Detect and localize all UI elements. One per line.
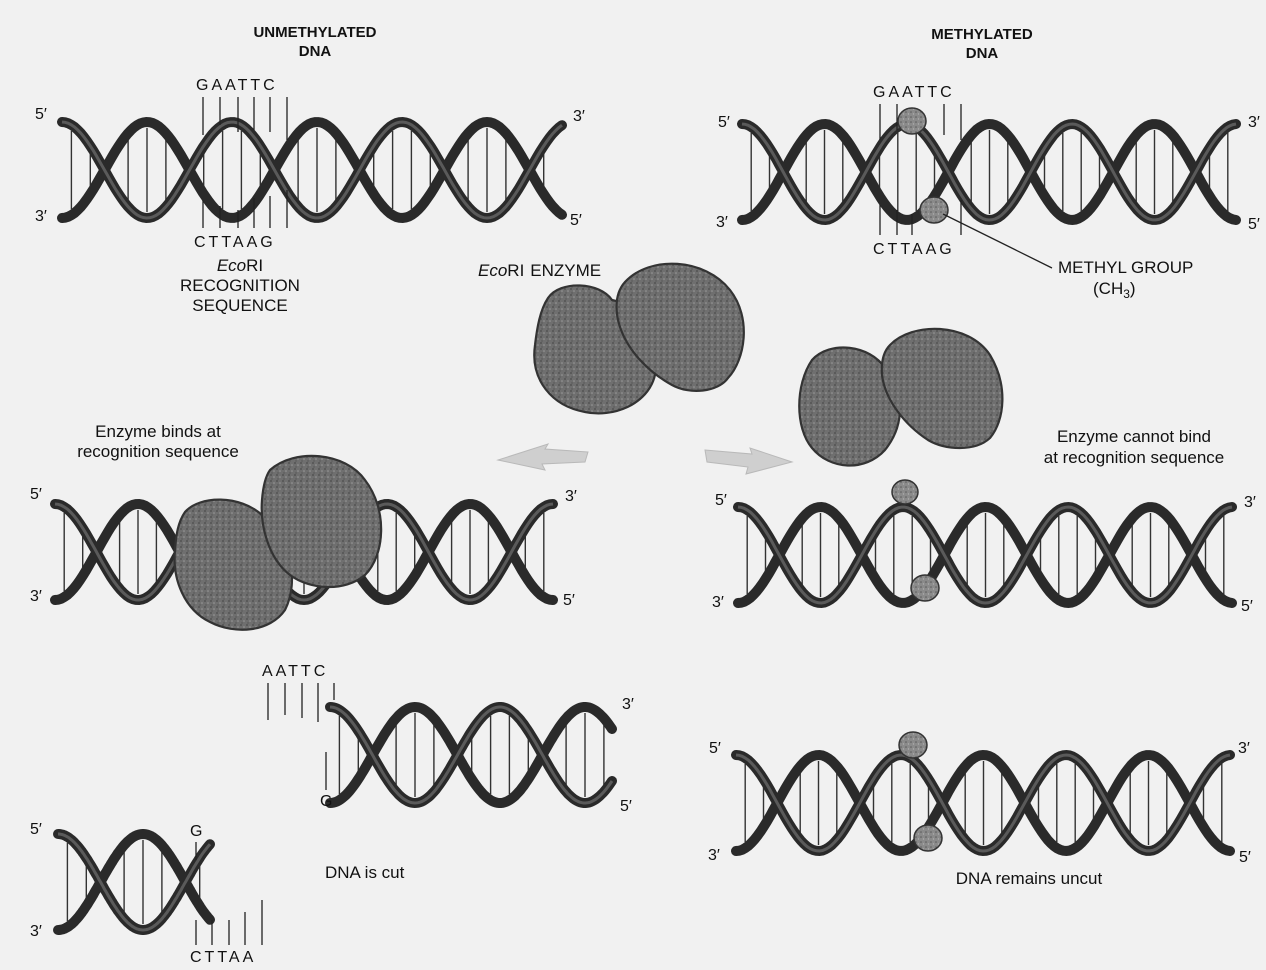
ecori-enzyme-blocked [799,329,1002,466]
end-label-3prime: 3′ [1248,114,1260,131]
end-label-3prime: 3′ [30,588,42,605]
cut-leaders-upper [268,683,334,790]
end-label-5prime: 5′ [718,114,730,131]
end-label-5prime: 5′ [1248,216,1260,233]
caption-binds-line1: Enzyme binds at [95,422,221,441]
end-label-5prime: 5′ [570,212,582,229]
methyl-group-mid-lower [911,575,939,601]
dna-helix-uncut [736,755,1230,851]
arrow-right [705,448,792,474]
end-label-3prime: 3′ [716,214,728,231]
caption-cannot-bind-line1: Enzyme cannot bind [1057,427,1211,446]
ecori-enzyme-rest: RI [507,261,524,280]
sequence-top-right-lower: CTTAAG [873,241,955,258]
dna-helix-methylated [742,124,1236,220]
heading-unmethylated: UNMETHYLATED DNA [253,24,376,60]
enzyme-subunit [882,329,1003,448]
sequence-cut-upper-g: G [320,793,335,810]
end-label-3prime: 3′ [573,108,585,125]
heading-methylated-line2: DNA [966,45,999,62]
heading-methylated: METHYLATED DNA [931,26,1033,62]
end-label-5prime: 5′ [35,106,47,123]
ecori-italic: Eco [217,256,246,275]
methyl-group-top-lower [920,197,948,223]
recognition-label-line2: SEQUENCE [192,296,287,315]
end-label-3prime: 3′ [708,847,720,864]
sequence-top-left-upper: GAATTC [196,77,278,94]
end-label-5prime: 5′ [620,798,632,815]
ecori-rest: RI [246,256,263,275]
methyl-group-top-upper [898,108,926,134]
methyl-group-bottom-upper [899,732,927,758]
end-label-3prime: 3′ [1238,740,1250,757]
heading-unmethylated-line2: DNA [299,43,332,60]
end-label-5prime: 5′ [715,492,727,509]
ecori-label-left: EcoRI [217,256,263,275]
recognition-label-line1: RECOGNITION [180,276,300,295]
end-label-5prime: 5′ [30,486,42,503]
ecori-enzyme-word: ENZYME [530,261,601,280]
dna-helix-unmethylated [62,122,562,218]
dna-fragment-upper [330,707,612,803]
methyl-formula-base: (CH [1093,279,1123,298]
methyl-group-label: METHYL GROUP [1058,258,1193,277]
end-label-3prime: 3′ [35,208,47,225]
ecori-enzyme-bound [175,456,382,630]
end-label-5prime: 5′ [1239,849,1251,866]
end-label-3prime: 3′ [622,696,634,713]
dna-helix-enzyme-blocked [738,507,1232,603]
end-label-5prime: 5′ [30,821,42,838]
sequence-top-left-lower: CTTAAG [194,234,276,251]
dna-fragment-lower [58,834,210,930]
end-label-5prime: 5′ [709,740,721,757]
sequence-cut-upper-overhang: AATTC [262,663,328,680]
end-label-5prime: 5′ [1241,598,1253,615]
end-label-3prime: 3′ [712,594,724,611]
end-label-3prime: 3′ [565,488,577,505]
end-label-3prime: 3′ [30,923,42,940]
end-label-5prime: 5′ [563,592,575,609]
ecori-enzyme-free [534,264,744,414]
sequence-cut-lower-g: G [190,823,205,840]
caption-binds-line2: recognition sequence [77,442,239,461]
end-label-3prime: 3′ [1244,494,1256,511]
sequence-cut-lower-overhang: CTTAA [190,949,256,966]
caption-dna-uncut: DNA remains uncut [956,869,1103,888]
caption-dna-cut: DNA is cut [325,863,405,882]
sequence-top-right-upper: GAATTC [873,84,955,101]
methyl-formula-close: ) [1130,279,1136,298]
arrow-left [498,444,588,470]
methyl-group-bottom-lower [914,825,942,851]
caption-cannot-bind-line2: at recognition sequence [1044,448,1225,467]
ecori-enzyme-label: EcoRI ENZYME [478,261,601,280]
methyl-formula: (CH3) [1093,279,1136,301]
methyl-group-mid-upper [892,480,918,504]
ecori-enzyme-italic: Eco [478,261,507,280]
heading-methylated-line1: METHYLATED [931,26,1033,43]
heading-unmethylated-line1: UNMETHYLATED [253,24,376,41]
